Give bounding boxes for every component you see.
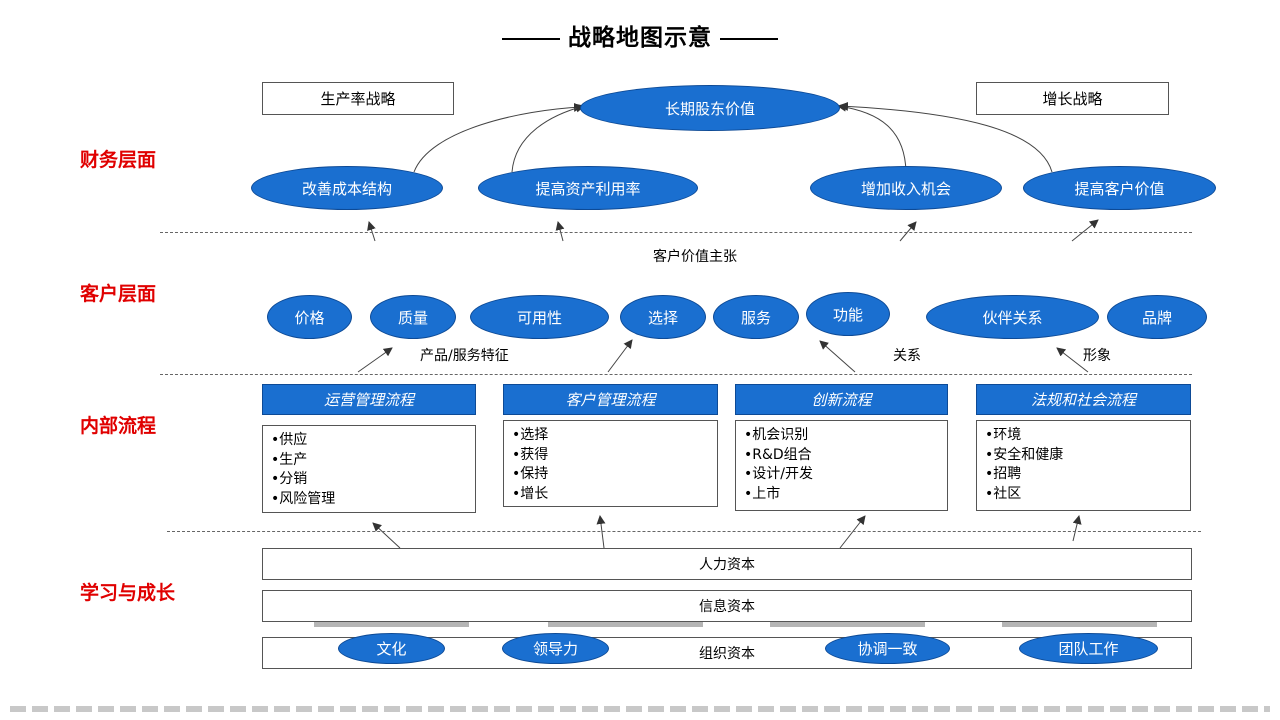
information-capital-bar: 信息资本 — [262, 590, 1192, 622]
financial-item-asset-utilization: 提高资产利用率 — [478, 166, 698, 210]
info-capital-shadow — [548, 622, 703, 627]
customer-item-quality: 质量 — [370, 295, 456, 339]
org-item-leadership: 领导力 — [502, 633, 609, 664]
list-item: •选择 — [512, 427, 549, 443]
customer-item-brand: 品牌 — [1107, 295, 1207, 339]
layer-learning-label: 学习与成长 — [80, 582, 176, 604]
process-list-customer-management: •选择 •获得 •保持 •增长 — [503, 420, 718, 507]
customer-group-product-service: 产品/服务特征 — [420, 348, 509, 364]
list-item: •上市 — [744, 485, 781, 502]
list-item: •安全和健康 — [985, 446, 1064, 463]
title-dash-left — [502, 37, 560, 40]
org-item-teamwork: 团队工作 — [1019, 633, 1158, 664]
shareholder-value-node: 长期股东价值 — [580, 85, 840, 131]
divider-customer-internal — [160, 374, 1192, 375]
human-capital-bar: 人力资本 — [262, 548, 1192, 580]
list-item: •生产 — [271, 451, 308, 468]
page-title: 战略地图示意 — [0, 18, 1280, 52]
organization-capital-label: 组织资本 — [699, 646, 755, 662]
list-item: •招聘 — [985, 466, 1022, 482]
layer-customer-label: 客户层面 — [80, 283, 157, 305]
list-item: •分销 — [271, 471, 308, 487]
divider-internal-learning — [167, 531, 1201, 532]
customer-group-relationship: 关系 — [893, 348, 921, 364]
org-item-culture: 文化 — [338, 633, 445, 664]
productivity-strategy-box: 生产率战略 — [262, 82, 454, 115]
process-list-regulatory-social: •环境 •安全和健康 •招聘 •社区 — [976, 420, 1191, 511]
customer-item-availability: 可用性 — [470, 295, 609, 339]
process-header-innovation: 创新流程 — [735, 384, 948, 415]
financial-item-cost-structure: 改善成本结构 — [251, 166, 443, 210]
customer-group-image: 形象 — [1083, 348, 1111, 364]
info-capital-shadow — [314, 622, 469, 627]
financial-item-revenue-opportunity: 增加收入机会 — [810, 166, 1002, 210]
customer-item-price: 价格 — [267, 295, 352, 339]
customer-item-selection: 选择 — [620, 295, 706, 339]
info-capital-shadow — [770, 622, 925, 627]
list-item: •机会识别 — [744, 427, 809, 443]
customer-value-proposition-label: 客户价值主张 — [653, 249, 737, 265]
list-item: •保持 — [512, 466, 549, 482]
layer-internal-label: 内部流程 — [80, 415, 157, 437]
list-item: •供应 — [271, 432, 308, 448]
org-item-alignment: 协调一致 — [825, 633, 950, 664]
list-item: •增长 — [512, 485, 549, 502]
list-item: •风险管理 — [271, 490, 336, 507]
list-item: •R&D组合 — [744, 446, 812, 463]
list-item: •设计/开发 — [744, 466, 813, 482]
customer-item-service: 服务 — [713, 295, 799, 339]
customer-item-function: 功能 — [806, 292, 890, 336]
divider-financial-customer — [160, 232, 1192, 233]
process-list-operations: •供应 •生产 •分销 •风险管理 — [262, 425, 476, 513]
process-header-operations: 运营管理流程 — [262, 384, 476, 415]
growth-strategy-box: 增长战略 — [976, 82, 1169, 115]
list-item: •社区 — [985, 485, 1022, 502]
footer-dashed-line — [10, 706, 1270, 712]
info-capital-shadow — [1002, 622, 1157, 627]
title-dash-right — [720, 37, 778, 40]
customer-item-partnership: 伙伴关系 — [926, 295, 1099, 339]
process-list-innovation: •机会识别 •R&D组合 •设计/开发 •上市 — [735, 420, 948, 511]
list-item: •环境 — [985, 427, 1022, 443]
financial-item-customer-value: 提高客户价值 — [1023, 166, 1216, 210]
title-text: 战略地图示意 — [568, 25, 712, 51]
list-item: •获得 — [512, 446, 549, 463]
layer-financial-label: 财务层面 — [80, 149, 157, 171]
process-header-regulatory-social: 法规和社会流程 — [976, 384, 1191, 415]
process-header-customer-management: 客户管理流程 — [503, 384, 718, 415]
